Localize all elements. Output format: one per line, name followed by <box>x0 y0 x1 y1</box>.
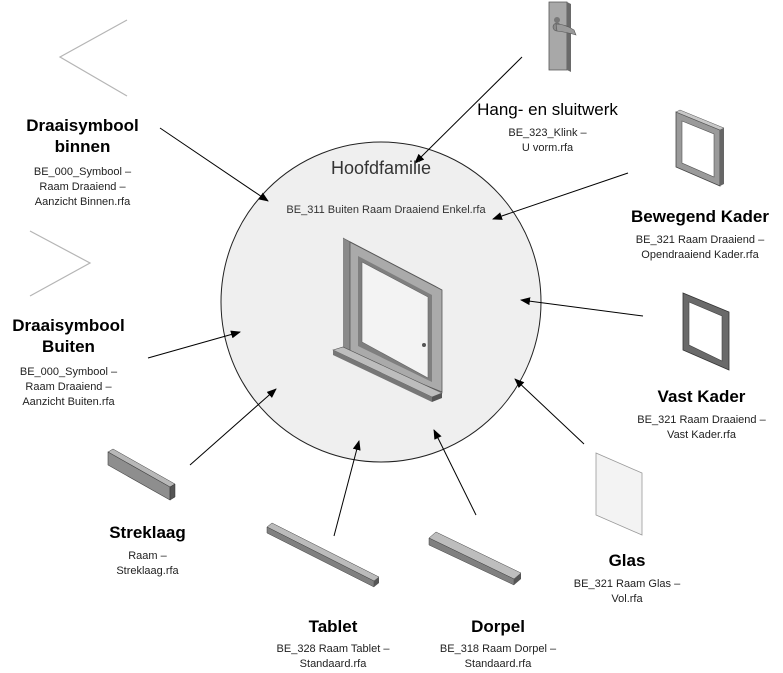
draaisymbool-buiten-file-line3: Aanzicht Buiten.rfa <box>22 396 115 408</box>
bewegend-kader-file-line2: Opendraaiend Kader.rfa <box>641 249 759 261</box>
tablet-file-line1: BE_328 Raam Tablet – <box>276 643 390 655</box>
main-family-filename: BE_311 Buiten Raam Draaiend Enkel.rfa <box>286 204 486 216</box>
streklaag-file-line1: Raam – <box>128 550 167 562</box>
vast-kader-file-line1: BE_321 Raam Draaiend – <box>637 414 766 426</box>
tablet-label: Tablet BE_328 Raam Tablet – Standaard.rf… <box>253 616 413 672</box>
dorpel-label: Dorpel BE_318 Raam Dorpel – Standaard.rf… <box>418 616 578 672</box>
dorpel-title: Dorpel <box>471 617 525 636</box>
glas-title: Glas <box>608 551 646 570</box>
bewegend-kader-image <box>675 109 725 187</box>
vast-kader-label: Vast Kader BE_321 Raam Draaiend – Vast K… <box>620 386 783 443</box>
arrow-glas <box>514 378 585 445</box>
main-family-title: Hoofdfamilie <box>330 158 432 178</box>
arrow-vast-kader <box>520 297 644 317</box>
draaisymbool-buiten-title-line2: Buiten <box>42 337 95 356</box>
draaisymbool-binnen-file-line2: Raam Draaiend – <box>39 181 126 193</box>
dorpel-file-line2: Standaard.rfa <box>464 658 532 670</box>
draaisymbool-binnen-title-line2: binnen <box>54 137 111 156</box>
tablet-title: Tablet <box>308 617 358 636</box>
vast-kader-image <box>682 292 730 371</box>
hang-sluitwerk-title: Hang- en sluitwerk <box>477 100 618 119</box>
glas-file-line2: Vol.rfa <box>611 593 643 605</box>
glas-pane-image <box>595 452 643 536</box>
tablet-board-image <box>266 522 380 588</box>
draaisymbool-binnen-shape <box>58 19 128 97</box>
klink-handle-image <box>548 1 577 72</box>
bewegend-kader-file-line1: BE_321 Raam Draaiend – <box>635 234 765 246</box>
vast-kader-file-line2: Vast Kader.rfa <box>667 429 736 441</box>
streklaag-label: Streklaag Raam – Streklaag.rfa <box>85 522 210 579</box>
draaisymbool-buiten-label: Draaisymbool Buiten BE_000_Symbool – Raa… <box>0 315 137 410</box>
arrow-hang-sluitwerk <box>414 56 523 164</box>
arrow-draaisymbool-binnen <box>159 127 269 202</box>
hang-sluitwerk-file-line2: U vorm.rfa <box>521 142 574 154</box>
glas-file-line1: BE_321 Raam Glas – <box>573 578 681 590</box>
arrow-tablet <box>333 440 361 537</box>
arrow-draaisymbool-buiten <box>147 330 241 359</box>
draaisymbool-buiten-file-line2: Raam Draaiend – <box>25 381 112 393</box>
draaisymbool-binnen-file-line3: Aanzicht Binnen.rfa <box>34 196 131 208</box>
arrow-streklaag <box>189 388 277 466</box>
draaisymbool-buiten-title-line1: Draaisymbool <box>12 316 125 335</box>
dorpel-file-line1: BE_318 Raam Dorpel – <box>439 643 557 655</box>
hang-sluitwerk-label: Hang- en sluitwerk BE_323_Klink – U vorm… <box>460 99 635 156</box>
hang-sluitwerk-file-line1: BE_323_Klink – <box>508 127 587 139</box>
main-window-3d-image <box>332 237 443 402</box>
glas-label: Glas BE_321 Raam Glas – Vol.rfa <box>552 550 702 607</box>
draaisymbool-binnen-file-line1: BE_000_Symbool – <box>33 166 132 178</box>
draaisymbool-buiten-shape <box>29 230 92 297</box>
arrow-bewegend-kader <box>492 172 629 220</box>
streklaag-block-image <box>107 448 176 501</box>
tablet-file-line2: Standaard.rfa <box>299 658 367 670</box>
draaisymbool-buiten-file-line1: BE_000_Symbool – <box>19 366 118 378</box>
arrow-dorpel <box>433 429 477 516</box>
draaisymbool-binnen-label: Draaisymbool binnen BE_000_Symbool – Raa… <box>10 115 155 210</box>
streklaag-file-line2: Streklaag.rfa <box>116 565 179 577</box>
dorpel-sill-image <box>428 531 522 586</box>
bewegend-kader-title: Bewegend Kader <box>631 207 769 226</box>
streklaag-title: Streklaag <box>109 523 186 542</box>
bewegend-kader-label: Bewegend Kader BE_321 Raam Draaiend – Op… <box>617 206 783 263</box>
vast-kader-title: Vast Kader <box>657 387 746 406</box>
draaisymbool-binnen-title-line1: Draaisymbool <box>26 116 139 135</box>
